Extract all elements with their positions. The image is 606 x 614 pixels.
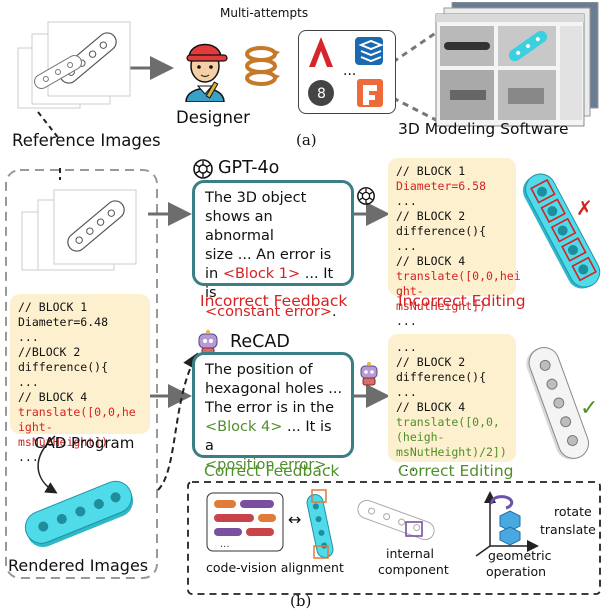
svg-text:...: ... bbox=[220, 539, 230, 550]
correct-feedback-label: Correct Feedback bbox=[204, 462, 340, 480]
openai-logo-icon bbox=[192, 158, 214, 180]
dashed-link-top bbox=[392, 28, 441, 64]
panel-reference-images bbox=[18, 188, 140, 284]
software-screenshots bbox=[430, 1, 600, 128]
cycle-arrows-icon bbox=[240, 40, 282, 92]
legend-box bbox=[187, 481, 601, 595]
dashed-connector-ref bbox=[37, 111, 61, 141]
operation-label: operation bbox=[486, 564, 547, 579]
correct-editing-label: Correct Editing bbox=[398, 462, 514, 480]
label-b: (b) bbox=[290, 592, 312, 610]
designer-label: Designer bbox=[176, 108, 250, 127]
designer-icon bbox=[176, 30, 234, 103]
svg-text:...: ... bbox=[343, 63, 356, 79]
gpt-feedback-box: The 3D object shows an abnormal size ...… bbox=[192, 180, 354, 320]
code-blocks-icon: ... bbox=[206, 492, 284, 552]
left-dashed-panel bbox=[5, 169, 158, 579]
double-arrow-icon: ↔ bbox=[288, 510, 302, 529]
incorrect-edit-code: // BLOCK 1 Diameter=6.58 ... // BLOCK 2 … bbox=[388, 158, 521, 328]
openai-logo-small-icon bbox=[356, 186, 376, 206]
internal-label: internal bbox=[386, 546, 434, 561]
code-vision-label: code-vision alignment bbox=[206, 560, 344, 575]
reference-images-label: Reference Images bbox=[12, 131, 161, 150]
incorrect-feedback-label: Incorrect Feedback bbox=[200, 292, 348, 310]
svg-text:8: 8 bbox=[317, 86, 326, 102]
software-label: 3D Modeling Software bbox=[398, 120, 569, 138]
software-icons-panel: ... 8 bbox=[298, 30, 396, 114]
alignment-model-image bbox=[300, 488, 340, 562]
internal-component-image bbox=[352, 496, 442, 550]
dashed-link-bottom bbox=[392, 96, 441, 124]
arrow-program-to-rendered bbox=[37, 435, 58, 494]
incorrect-model-image bbox=[516, 160, 602, 300]
multi-attempts-label: Multi-attempts bbox=[220, 6, 309, 20]
translate-label: translate bbox=[540, 522, 596, 537]
reference-image-stack bbox=[14, 20, 134, 120]
cad-program-code: // BLOCK 1 Diameter=6.48 ... //BLOCK 2 d… bbox=[10, 294, 150, 464]
recad-title: ReCAD bbox=[230, 332, 290, 352]
recad-robot-small-icon bbox=[358, 362, 380, 386]
rotate-label: rotate bbox=[554, 504, 592, 519]
rendered-images-label: Rendered Images bbox=[8, 556, 149, 575]
recad-feedback-box: The position of hexagonal holes ... The … bbox=[192, 352, 354, 473]
check-mark-icon: ✓ bbox=[580, 396, 599, 421]
correct-edit-code: ... // BLOCK 2 difference(){ ... // BLOC… bbox=[388, 334, 516, 474]
gpt-title: GPT-4o bbox=[218, 158, 280, 178]
geometric-operation-icon bbox=[470, 486, 542, 560]
cross-mark-icon: ✗ bbox=[576, 196, 593, 220]
cad-program-label: CAD Program bbox=[34, 434, 135, 452]
incorrect-editing-label: Incorrect Editing bbox=[398, 292, 526, 310]
dashed-curve-to-recad bbox=[157, 352, 198, 491]
rendered-model-image bbox=[20, 480, 140, 550]
label-a: (a) bbox=[296, 131, 317, 149]
geometric-label: geometric bbox=[488, 548, 552, 563]
component-label: component bbox=[378, 562, 449, 577]
correct-model-image bbox=[516, 340, 596, 470]
